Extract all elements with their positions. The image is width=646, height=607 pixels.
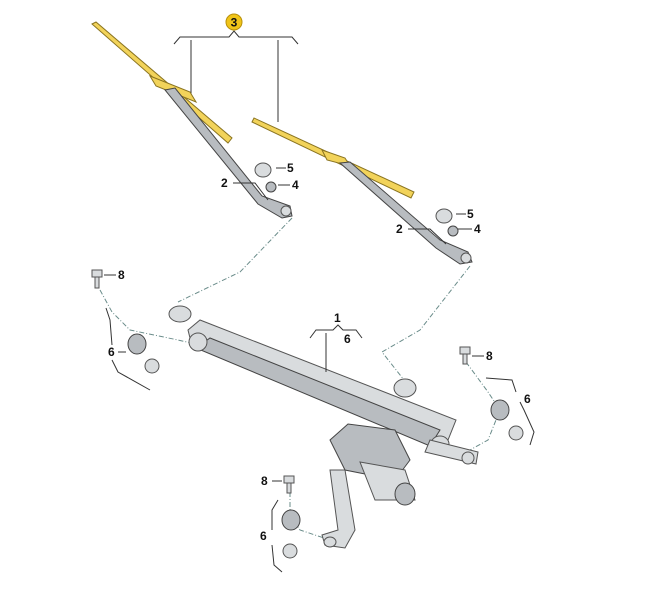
left-nut [265,181,277,193]
motor-fasteners [281,475,301,559]
callout-5-right: 5 [467,207,474,221]
callout-3: 3 [231,16,238,30]
left-cap [254,162,272,178]
callout-5-left: 5 [287,161,294,175]
callout-1: 1 [334,311,341,325]
callout-4-left: 4 [292,178,299,192]
left-wiper [91,21,293,219]
left-fasteners [91,269,160,374]
callout-6-left: 6 [108,345,115,359]
right-nut [447,225,459,237]
callout-3-bracket: 3 [173,13,299,122]
right-wiper-arm [338,161,473,265]
left-wiper-arm [164,87,293,219]
callout-6-motor: 6 [260,529,267,543]
right-grommet [393,378,417,398]
right-fasteners [459,346,524,441]
right-cap [435,208,453,224]
callout-4-right: 4 [474,222,481,236]
callout-2-right: 2 [396,222,403,236]
left-grommet [168,305,192,323]
callout-2-left: 2 [221,176,228,190]
callout-8-left: 8 [118,268,125,282]
callout-6-linkage: 6 [344,332,351,346]
callout-8-right: 8 [486,349,493,363]
callout-badge [225,13,243,31]
right-wiper [251,117,473,265]
motor-bracket [321,469,356,549]
callout-8-motor: 8 [261,474,268,488]
callout-6-right: 6 [524,392,531,406]
linkage-assembly [168,305,479,549]
